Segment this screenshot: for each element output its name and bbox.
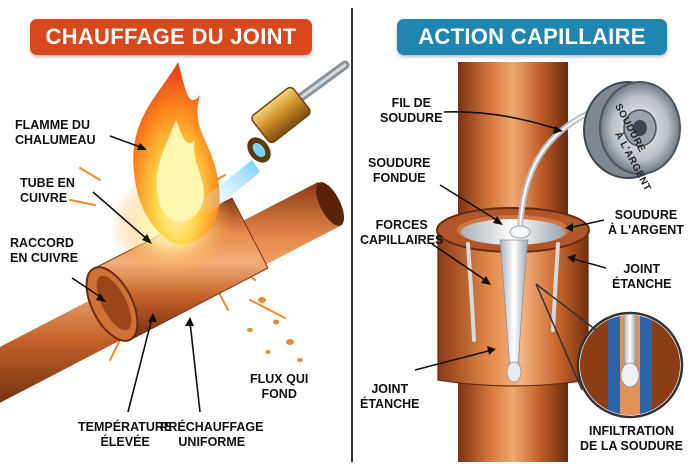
label-preheat: PRÉCHAUFFAGE UNIFORME <box>160 420 264 449</box>
right-leaders <box>414 111 607 371</box>
right-arrowheads <box>481 126 576 355</box>
blue-jet <box>195 160 260 215</box>
label-copper-fitting: RACCORD EN CUIVRE <box>10 236 79 265</box>
banner-capillary-action: ACTION CAPILLAIRE <box>397 19 667 55</box>
zoom-connector <box>535 283 597 331</box>
label-temperature: TEMPÉRATURE ÉLEVÉE <box>78 420 173 449</box>
label-capillary-forces: FORCES CAPILLAIRES <box>360 218 444 247</box>
label-sealed-joint-right: JOINT ÉTANCHE <box>612 262 672 291</box>
tube-end <box>315 182 345 226</box>
label-torch-flame: FLAMME DU CHALUMEAU <box>15 118 96 147</box>
solder-spool <box>583 81 681 179</box>
label-solder-wire: FIL DE SOUDURE <box>380 96 443 125</box>
label-sealed-joint-left: JOINT ÉTANCHE <box>360 382 420 411</box>
flux-droplets <box>247 297 303 362</box>
label-silver-solder: SOUDURE À L'ARGENT <box>608 208 684 237</box>
label-solder-infiltration: INFILTRATION DE LA SOUDURE <box>580 424 684 453</box>
torch-nozzle <box>251 86 311 144</box>
left-leaders <box>71 135 201 413</box>
label-copper-tube: TUBE EN CUIVRE <box>20 176 75 205</box>
label-molten-solder: SOUDURE FONDUE <box>368 156 431 185</box>
label-flux: FLUX QUI FOND <box>250 372 309 401</box>
left-arrowheads <box>96 143 194 326</box>
banner-joint-heating: CHAUFFAGE DU JOINT <box>30 19 312 55</box>
